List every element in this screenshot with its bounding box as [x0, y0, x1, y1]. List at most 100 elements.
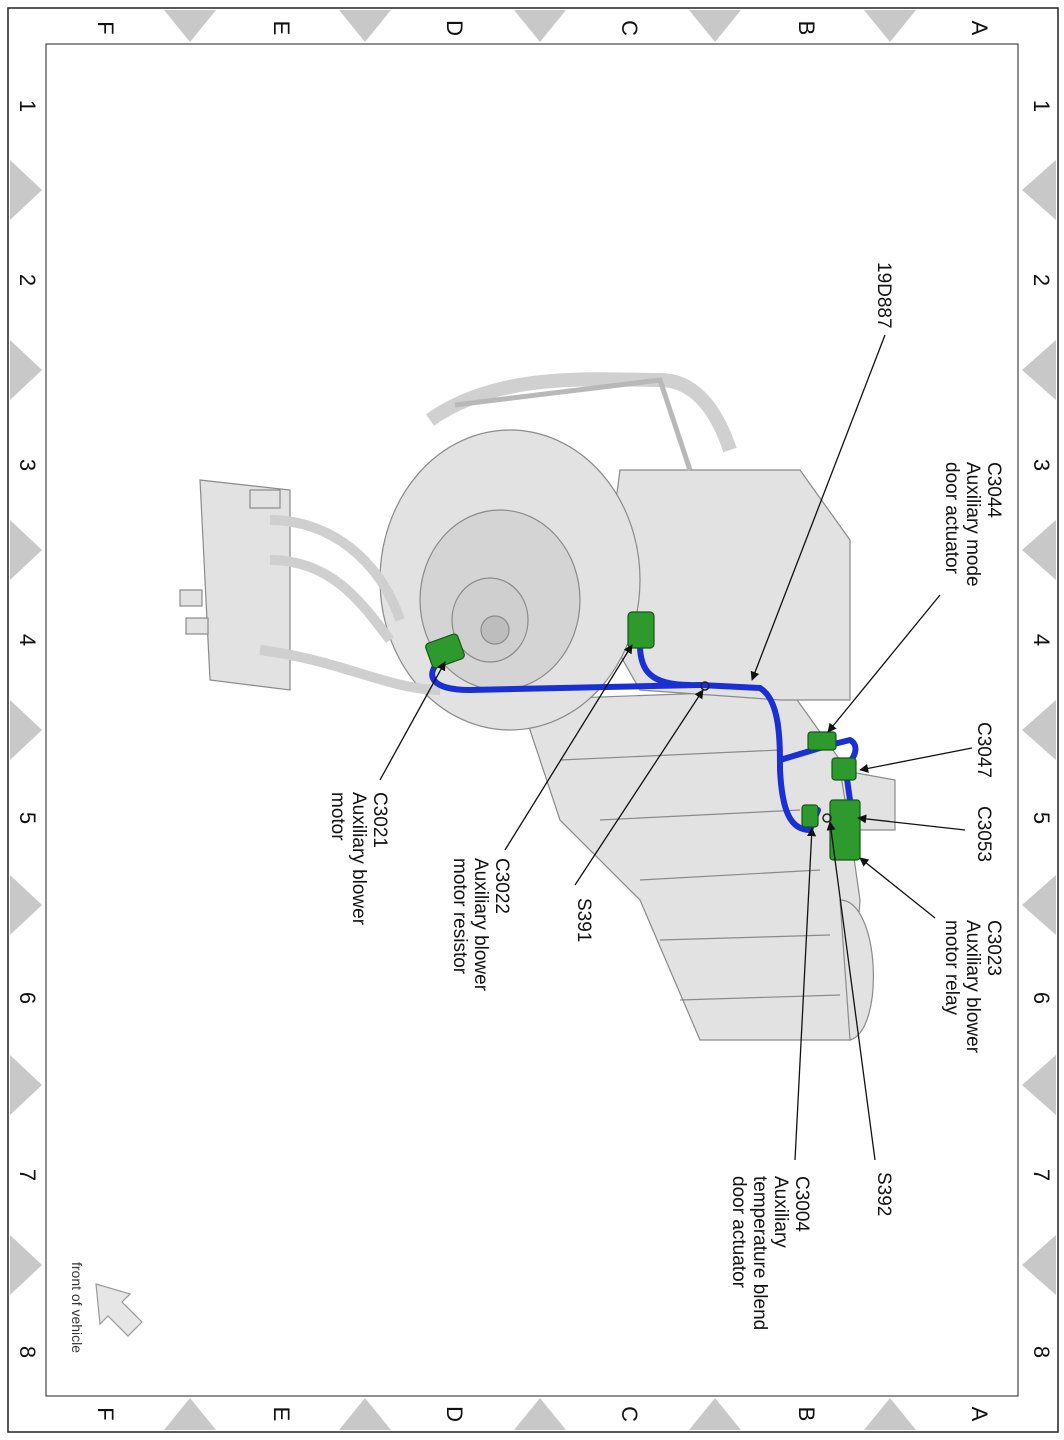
border-marker-left — [10, 700, 42, 760]
callout-line: door actuator — [728, 1176, 749, 1289]
border-marker-right — [1022, 875, 1056, 935]
border-marker-left — [10, 520, 42, 580]
leader-c3022 — [504, 644, 633, 851]
grid-row-label-bottom: E — [269, 1407, 294, 1422]
blower-shaft — [480, 615, 510, 645]
grid-row-label-bottom: D — [442, 1406, 467, 1422]
callout-s392: S392 — [873, 1172, 894, 1216]
grid-col-label-right: 1 — [1029, 100, 1054, 112]
heater-hose — [259, 645, 441, 695]
border-markers — [10, 10, 1056, 1430]
case-rib — [679, 994, 841, 1001]
callout-c3044: C3044 Auxiliary mode door actuator — [941, 462, 1004, 592]
callout-c3047: C3047 — [973, 722, 994, 778]
connector-c3047 — [831, 757, 857, 781]
connector-c3044 — [807, 731, 837, 751]
callout-line: door actuator — [941, 462, 962, 575]
grid-row-label-bottom: F — [93, 1407, 118, 1420]
grid-col-label-left: 3 — [15, 459, 40, 471]
leader-c3004 — [794, 827, 817, 1161]
callout-line: C3053 — [973, 806, 994, 862]
border-marker-left — [10, 340, 42, 400]
callout-line: S391 — [573, 898, 594, 942]
border-marker-top — [864, 10, 916, 42]
callout-line: Auxiliary blower — [470, 858, 491, 992]
grid-row-label-top: D — [442, 20, 467, 36]
callout-line: motor relay — [941, 920, 962, 1016]
callout-line: C3044 — [983, 462, 1004, 518]
inner-frame — [45, 43, 1019, 1397]
callout-c3021: C3021 Auxiliary blower motor — [327, 792, 390, 930]
connectors — [425, 611, 861, 861]
border-marker-right — [1022, 1235, 1056, 1295]
border-marker-top — [339, 10, 391, 42]
manifold-port — [179, 589, 203, 607]
connector-c3021 — [425, 633, 465, 669]
leader-19d887 — [750, 334, 886, 681]
grid-row-label-bottom: C — [617, 1406, 642, 1422]
grid-row-label-bottom: A — [967, 1407, 992, 1422]
callout-s391: S391 — [573, 898, 594, 942]
leader-c3021 — [379, 661, 446, 781]
border-marker-right — [1022, 700, 1056, 760]
leader-c3044 — [827, 594, 941, 733]
callout-line: C3023 — [983, 920, 1004, 976]
grid-col-label-left: 4 — [15, 634, 40, 646]
border-marker-top — [514, 10, 566, 42]
border-marker-bottom — [164, 1398, 216, 1430]
grid-col-label-right: 3 — [1029, 459, 1054, 471]
case-rib — [599, 809, 801, 821]
grid-col-label-right: 4 — [1029, 634, 1054, 646]
grid-row-label-top: A — [967, 21, 992, 36]
harness-branch-c3022 — [637, 642, 693, 688]
grid-row-label-top: E — [269, 21, 294, 36]
leader-s392 — [826, 821, 876, 1161]
outer-frame — [7, 7, 1059, 1433]
border-marker-right — [1022, 160, 1056, 220]
callout-line: motor resistor — [449, 858, 470, 975]
grid-col-label-right: 7 — [1029, 1169, 1054, 1181]
grid-col-label-right: 5 — [1029, 812, 1054, 824]
border-marker-top — [689, 10, 741, 42]
leader-lines — [379, 334, 973, 1161]
border-marker-bottom — [339, 1398, 391, 1430]
splice-s391 — [700, 681, 710, 691]
border-marker-left — [10, 1235, 42, 1295]
refrigerant-pipe — [454, 377, 693, 471]
manifold-block — [199, 479, 291, 691]
grid-col-label-left: 2 — [15, 274, 40, 286]
svg-text:C3021 Auxiliary blower: C3021 Auxiliary blower motor — [327, 792, 390, 930]
grid-col-label-left: 1 — [15, 100, 40, 112]
hvac-housing — [179, 372, 896, 1041]
outlet-duct — [839, 899, 874, 1041]
case-rib — [639, 869, 821, 881]
border-marker-left — [10, 1055, 42, 1115]
border-marker-bottom — [514, 1398, 566, 1430]
callout-c3023: C3023 Auxiliary blower motor relay — [941, 920, 1004, 1054]
grid-col-label-right: 2 — [1029, 274, 1054, 286]
grid-row-label-bottom: B — [794, 1407, 819, 1422]
grid-row-label-top: F — [93, 21, 118, 34]
svg-text:C3004 Auxiliary te: C3004 Auxiliary temperature blend door a… — [728, 1176, 812, 1336]
svg-text:C3047: C3047 — [973, 722, 994, 778]
callout-c3053: C3053 — [973, 806, 994, 862]
manifold-port — [185, 617, 209, 635]
leader-s391 — [574, 689, 704, 886]
border-marker-left — [10, 875, 42, 935]
grid-row-label-top: B — [794, 21, 819, 36]
svg-text:C3022 Auxiliary blower: C3022 Auxiliary blower motor resistor — [449, 858, 512, 996]
heater-hose — [269, 555, 394, 644]
callout-line: C3021 — [369, 792, 390, 848]
manifold-port — [249, 489, 281, 509]
border-marker-right — [1022, 1055, 1056, 1115]
grid-col-label-right: 8 — [1029, 1346, 1054, 1358]
case-rib — [559, 749, 781, 761]
callout-line: temperature blend — [749, 1176, 770, 1330]
svg-text:C3044 Auxiliary mode: C3044 Auxiliary mode door actuator — [941, 462, 1004, 592]
front-of-vehicle-indicator: front of vehicle — [69, 1262, 143, 1353]
callout-line: C3022 — [491, 858, 512, 914]
border-marker-bottom — [689, 1398, 741, 1430]
harness-trunk — [697, 682, 821, 833]
